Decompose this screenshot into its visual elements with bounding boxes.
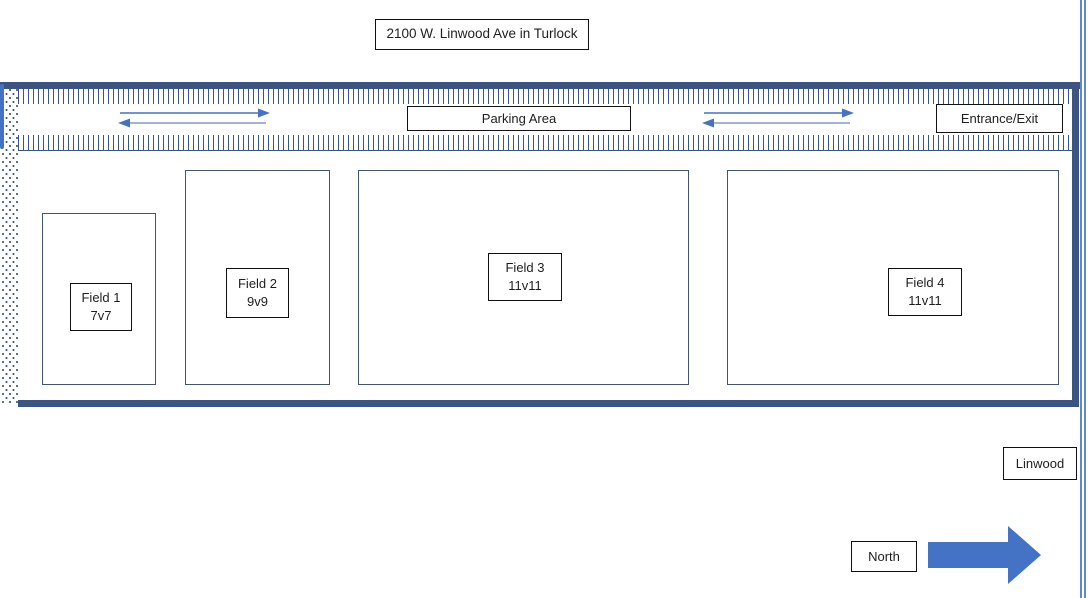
entrance-exit-label: Entrance/Exit (936, 104, 1063, 133)
street-name-label: Linwood (1003, 447, 1077, 480)
field-3-name: Field 3 (505, 260, 545, 276)
field-3-format: 11v11 (508, 278, 542, 293)
field-4-outline: Field 4 11v11 (727, 170, 1059, 385)
parking-hatch-band-bottom (18, 135, 1072, 151)
street-line-inner (1084, 0, 1086, 598)
north-label: North (851, 541, 917, 572)
field-2-outline: Field 2 9v9 (185, 170, 330, 385)
site-border-right (1072, 82, 1079, 407)
parking-hatch-band-top (18, 89, 1072, 104)
field-1-label: Field 1 7v7 (70, 283, 132, 331)
field-3-outline: Field 3 11v11 (358, 170, 689, 385)
field-4-format: 11v11 (908, 293, 942, 308)
field-4-label: Field 4 11v11 (888, 268, 962, 316)
field-1-name: Field 1 (81, 290, 121, 306)
field-1-outline: Field 1 7v7 (42, 213, 156, 385)
field-2-name: Field 2 (237, 276, 278, 292)
field-4-name: Field 4 (905, 275, 945, 291)
site-left-dotted-strip (2, 89, 18, 404)
two-way-traffic-arrows-left-icon (118, 108, 270, 128)
north-arrow-icon (928, 526, 1041, 584)
site-border-top (0, 82, 1080, 89)
two-way-traffic-arrows-right-icon (702, 108, 854, 128)
field-1-format: 7v7 (90, 308, 112, 323)
field-2-format: 9v9 (247, 294, 268, 309)
site-border-bottom (18, 400, 1079, 407)
field-2-label: Field 2 9v9 (226, 268, 289, 318)
parking-area-label: Parking Area (407, 106, 631, 131)
field-3-label: Field 3 11v11 (488, 253, 562, 301)
street-line-outer (1080, 0, 1082, 598)
site-left-accent-bar (0, 84, 4, 149)
page-title: 2100 W. Linwood Ave in Turlock (375, 19, 589, 50)
